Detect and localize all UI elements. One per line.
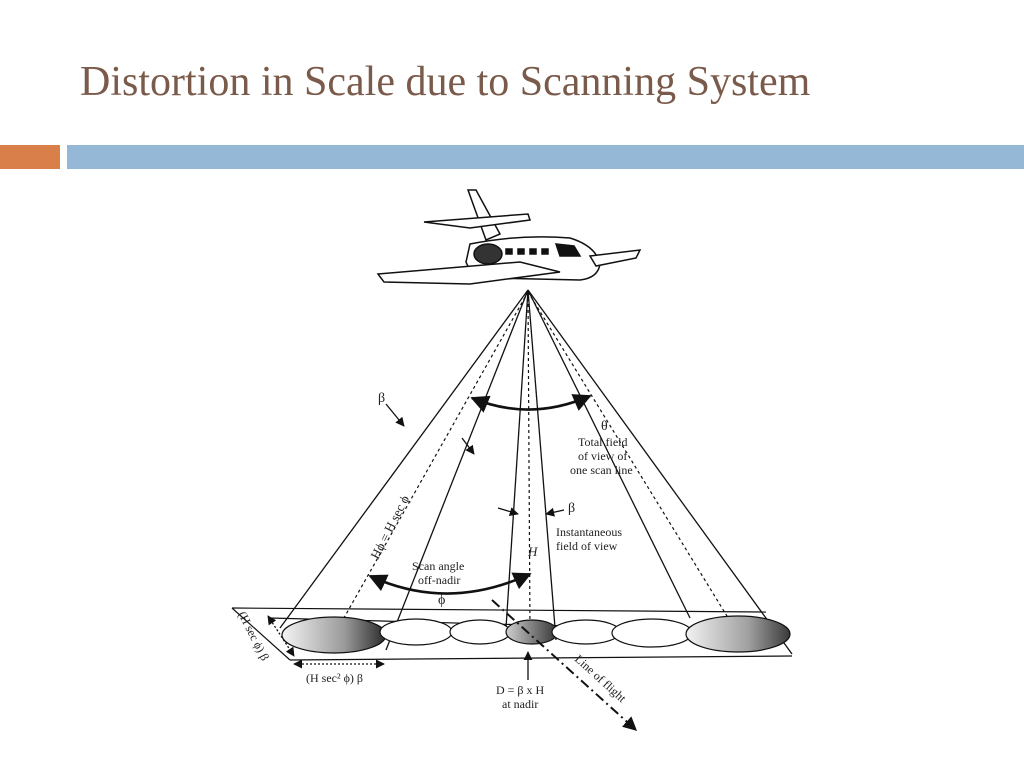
label-total-fov-2: of view of: [578, 449, 627, 463]
label-scan-angle-2: off-nadir: [418, 573, 460, 587]
angle-arrows: [368, 394, 592, 595]
label-ifov-2: field of view: [556, 539, 618, 553]
label-h-phi: Hϕ = H sec ϕ: [367, 493, 412, 562]
label-d-formula: D = β x H: [496, 683, 545, 697]
center-lines: [335, 291, 739, 635]
label-beta-left: β: [378, 391, 385, 406]
label-h: H: [527, 544, 538, 559]
line-of-flight-arrow: [491, 599, 638, 731]
accent-bar-orange: [0, 145, 60, 169]
label-total-fov-3: one scan line: [570, 463, 633, 477]
airplane-icon: [376, 189, 642, 285]
slide-title: Distortion in Scale due to Scanning Syst…: [80, 59, 811, 105]
pointer-arrows: [267, 403, 565, 680]
accent-bar-blue: [67, 145, 1024, 169]
label-beta-right: β: [568, 501, 575, 516]
label-total-fov-1: Total field: [578, 435, 627, 449]
label-at-nadir: at nadir: [502, 697, 538, 711]
field-of-view-lines: [279, 289, 793, 655]
label-scan-angle-1: Scan angle: [412, 559, 464, 573]
label-h-sec2-phi-beta: (H sec² ϕ) β: [306, 671, 363, 685]
scan-strip: [231, 607, 793, 661]
label-phi: ϕ: [438, 593, 445, 608]
label-ifov-1: Instantaneous: [556, 525, 622, 539]
label-theta: θ: [601, 419, 608, 434]
label-h-sec-phi-beta: (H sec ϕ) β: [235, 609, 272, 663]
